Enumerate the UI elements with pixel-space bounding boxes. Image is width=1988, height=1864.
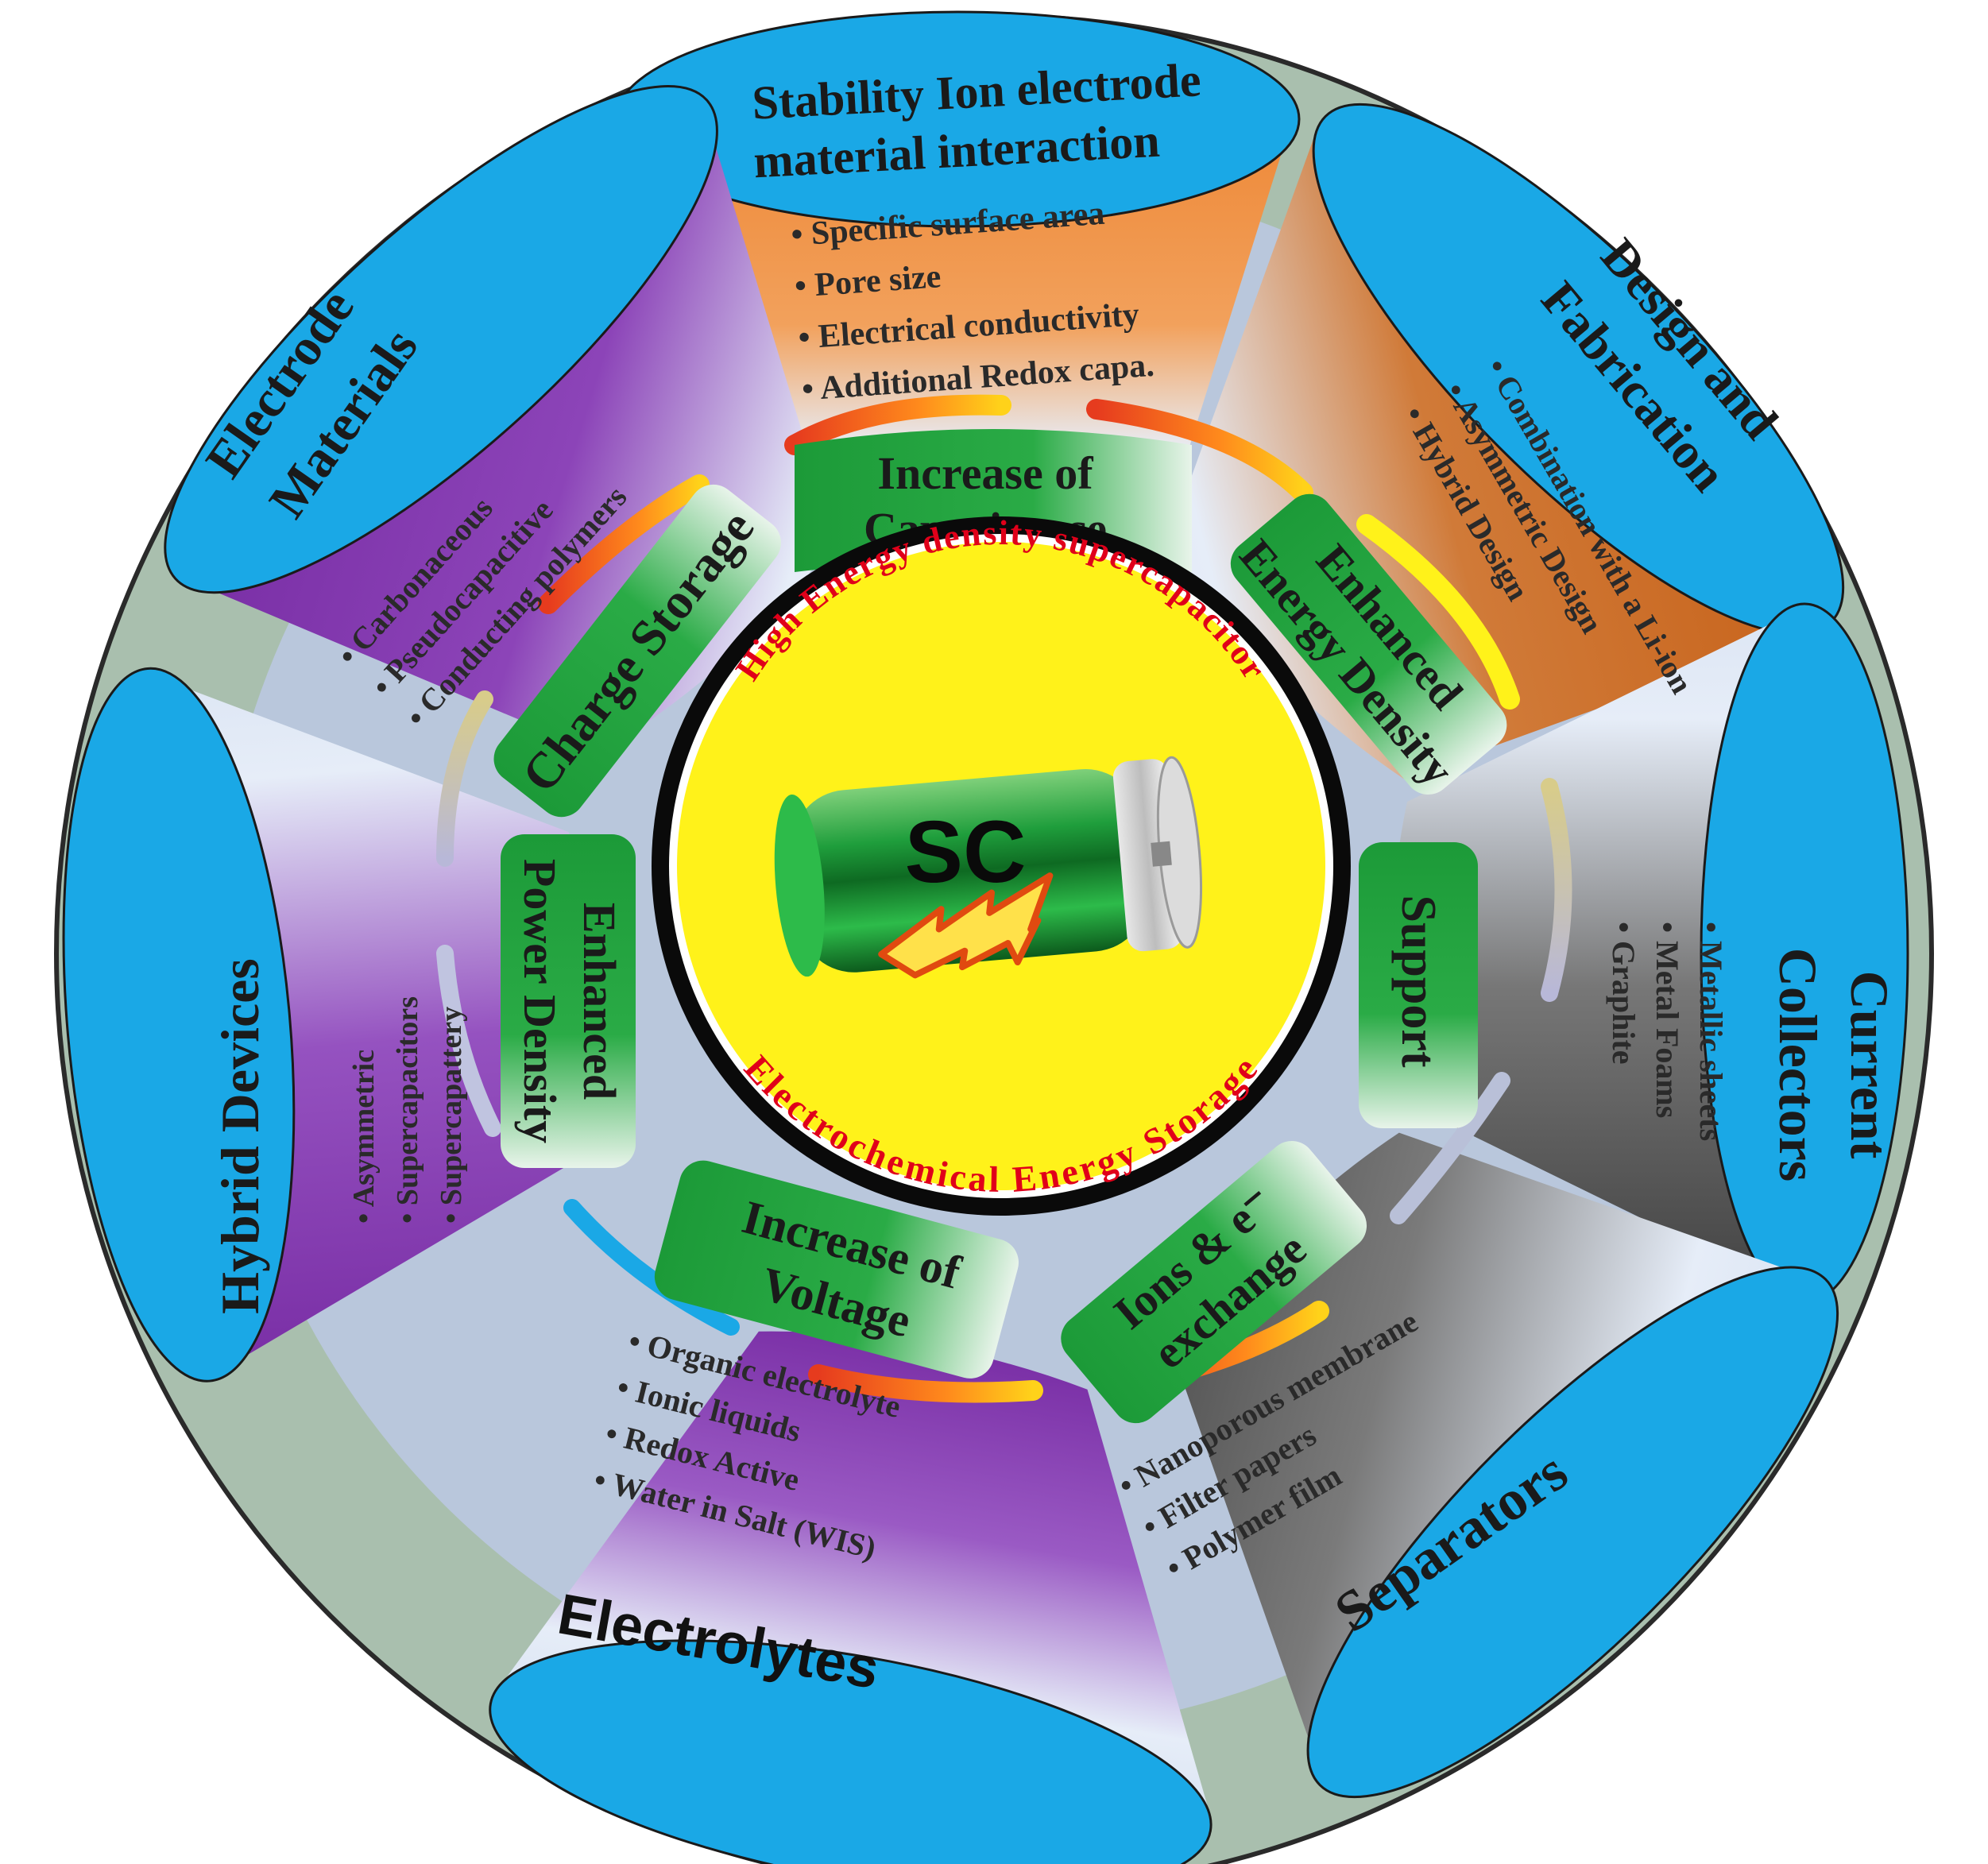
bullet-right-2: • Metal Foams bbox=[1650, 922, 1685, 1118]
bullet-left-1: • Asymmetric bbox=[347, 1050, 381, 1224]
segment-bottom-ellipse bbox=[489, 1639, 1213, 1864]
green-right-line1: Support bbox=[1391, 895, 1445, 1067]
bullet-left-3: • Supercapattery bbox=[435, 1007, 468, 1224]
bullet-right-1: • Metallic sheets bbox=[1693, 922, 1729, 1141]
segment-bottom bbox=[489, 1331, 1213, 1864]
green-left-line2: Power Density bbox=[514, 859, 566, 1143]
title-left-line1: Hybrid Devices bbox=[210, 958, 270, 1314]
segment-bottom-right-ellipse bbox=[1306, 1266, 1839, 1799]
lightning-bolt-icon bbox=[878, 872, 1054, 979]
green-left-line1: Enhanced bbox=[574, 903, 625, 1100]
battery-icon bbox=[774, 756, 1202, 979]
segment-top-left-ellipse bbox=[164, 85, 718, 594]
title-right-line2: Collectors bbox=[1768, 948, 1828, 1182]
segment-bottom-right bbox=[1174, 1132, 1839, 1799]
segment-left-ellipse bbox=[62, 667, 296, 1383]
green-box-left: Enhanced Power Density bbox=[501, 834, 636, 1168]
device-label: SC bbox=[905, 803, 1027, 901]
title-right-line1: Current bbox=[1839, 971, 1900, 1159]
bullets-right: • Metallic sheets • Metal Foams • Graphi… bbox=[1606, 922, 1729, 1141]
bullet-right-3: • Graphite bbox=[1606, 922, 1642, 1065]
segment-left bbox=[62, 667, 601, 1383]
bullet-left-2: • Supercapacitors bbox=[391, 996, 424, 1224]
segment-right bbox=[1391, 602, 1909, 1305]
green-box-right: Support bbox=[1359, 842, 1478, 1128]
bullets-left: • Asymmetric • Supercapacitors • Superca… bbox=[347, 996, 468, 1224]
green-top-line1: Increase of bbox=[877, 447, 1093, 499]
